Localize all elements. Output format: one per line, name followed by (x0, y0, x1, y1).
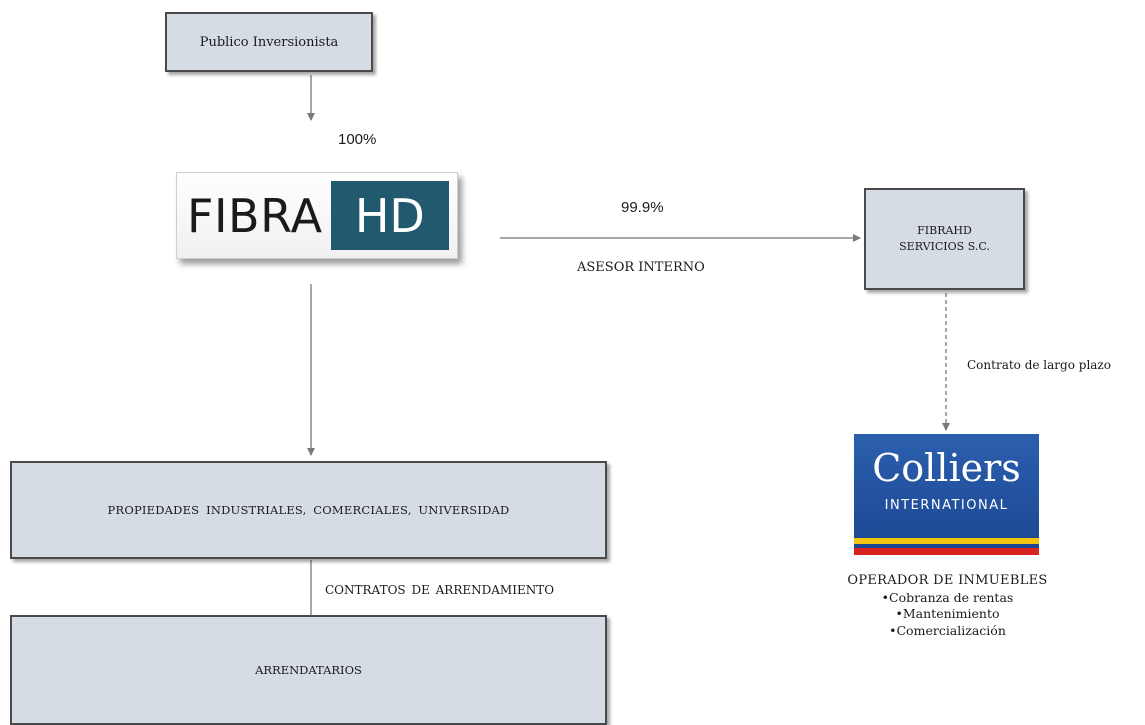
servicios-node: FIBRAHD SERVICIOS S.C. (864, 188, 1025, 290)
servicios-label-line-1: FIBRAHD (917, 224, 972, 238)
lease-contracts-label: CONTRATOS DE ARRENDAMIENTO (325, 583, 555, 597)
colliers-logo-subtitle: INTERNATIONAL (884, 498, 1009, 513)
properties-node: PROPIEDADES INDUSTRIALES, COMERCIALES, U… (10, 461, 607, 559)
properties-label: PROPIEDADES INDUSTRIALES, COMERCIALES, U… (107, 503, 510, 517)
investor-node: Publico Inversionista (165, 12, 373, 72)
operator-description: OPERADOR DE INMUEBLES •Cobranza de renta… (805, 572, 1090, 640)
servicios-role-label: ASESOR INTERNO (577, 260, 705, 275)
investor-ownership-label: 100% (338, 131, 377, 148)
fibra-logo-badge: HD (330, 181, 449, 250)
operator-title: OPERADOR DE INMUEBLES (847, 573, 1048, 588)
operator-item-commercialization: •Comercialización (889, 623, 1006, 639)
servicios-label-line-2: SERVICIOS S.C. (899, 240, 990, 253)
investor-label: Publico Inversionista (199, 34, 339, 50)
colliers-stripe-red (854, 548, 1039, 555)
colliers-logo-word: Colliers (872, 446, 1021, 490)
tenants-node: ARRENDATARIOS (10, 615, 607, 725)
operator-item-rent-collection: •Cobranza de rentas (881, 589, 1014, 605)
tenants-label: ARRENDATARIOS (255, 663, 362, 677)
colliers-stripe-blue (854, 544, 1039, 548)
colliers-stripe-yellow (854, 538, 1039, 544)
operator-item-maintenance: •Mantenimiento (895, 606, 1000, 622)
fibra-hd-logo: FIBRA HD (176, 172, 458, 259)
colliers-logo: Colliers INTERNATIONAL (854, 434, 1039, 555)
fibra-logo-word: FIBRA (187, 188, 323, 243)
contract-label: Contrato de largo plazo (967, 358, 1111, 372)
servicios-ownership-label: 99.9% (621, 199, 664, 216)
